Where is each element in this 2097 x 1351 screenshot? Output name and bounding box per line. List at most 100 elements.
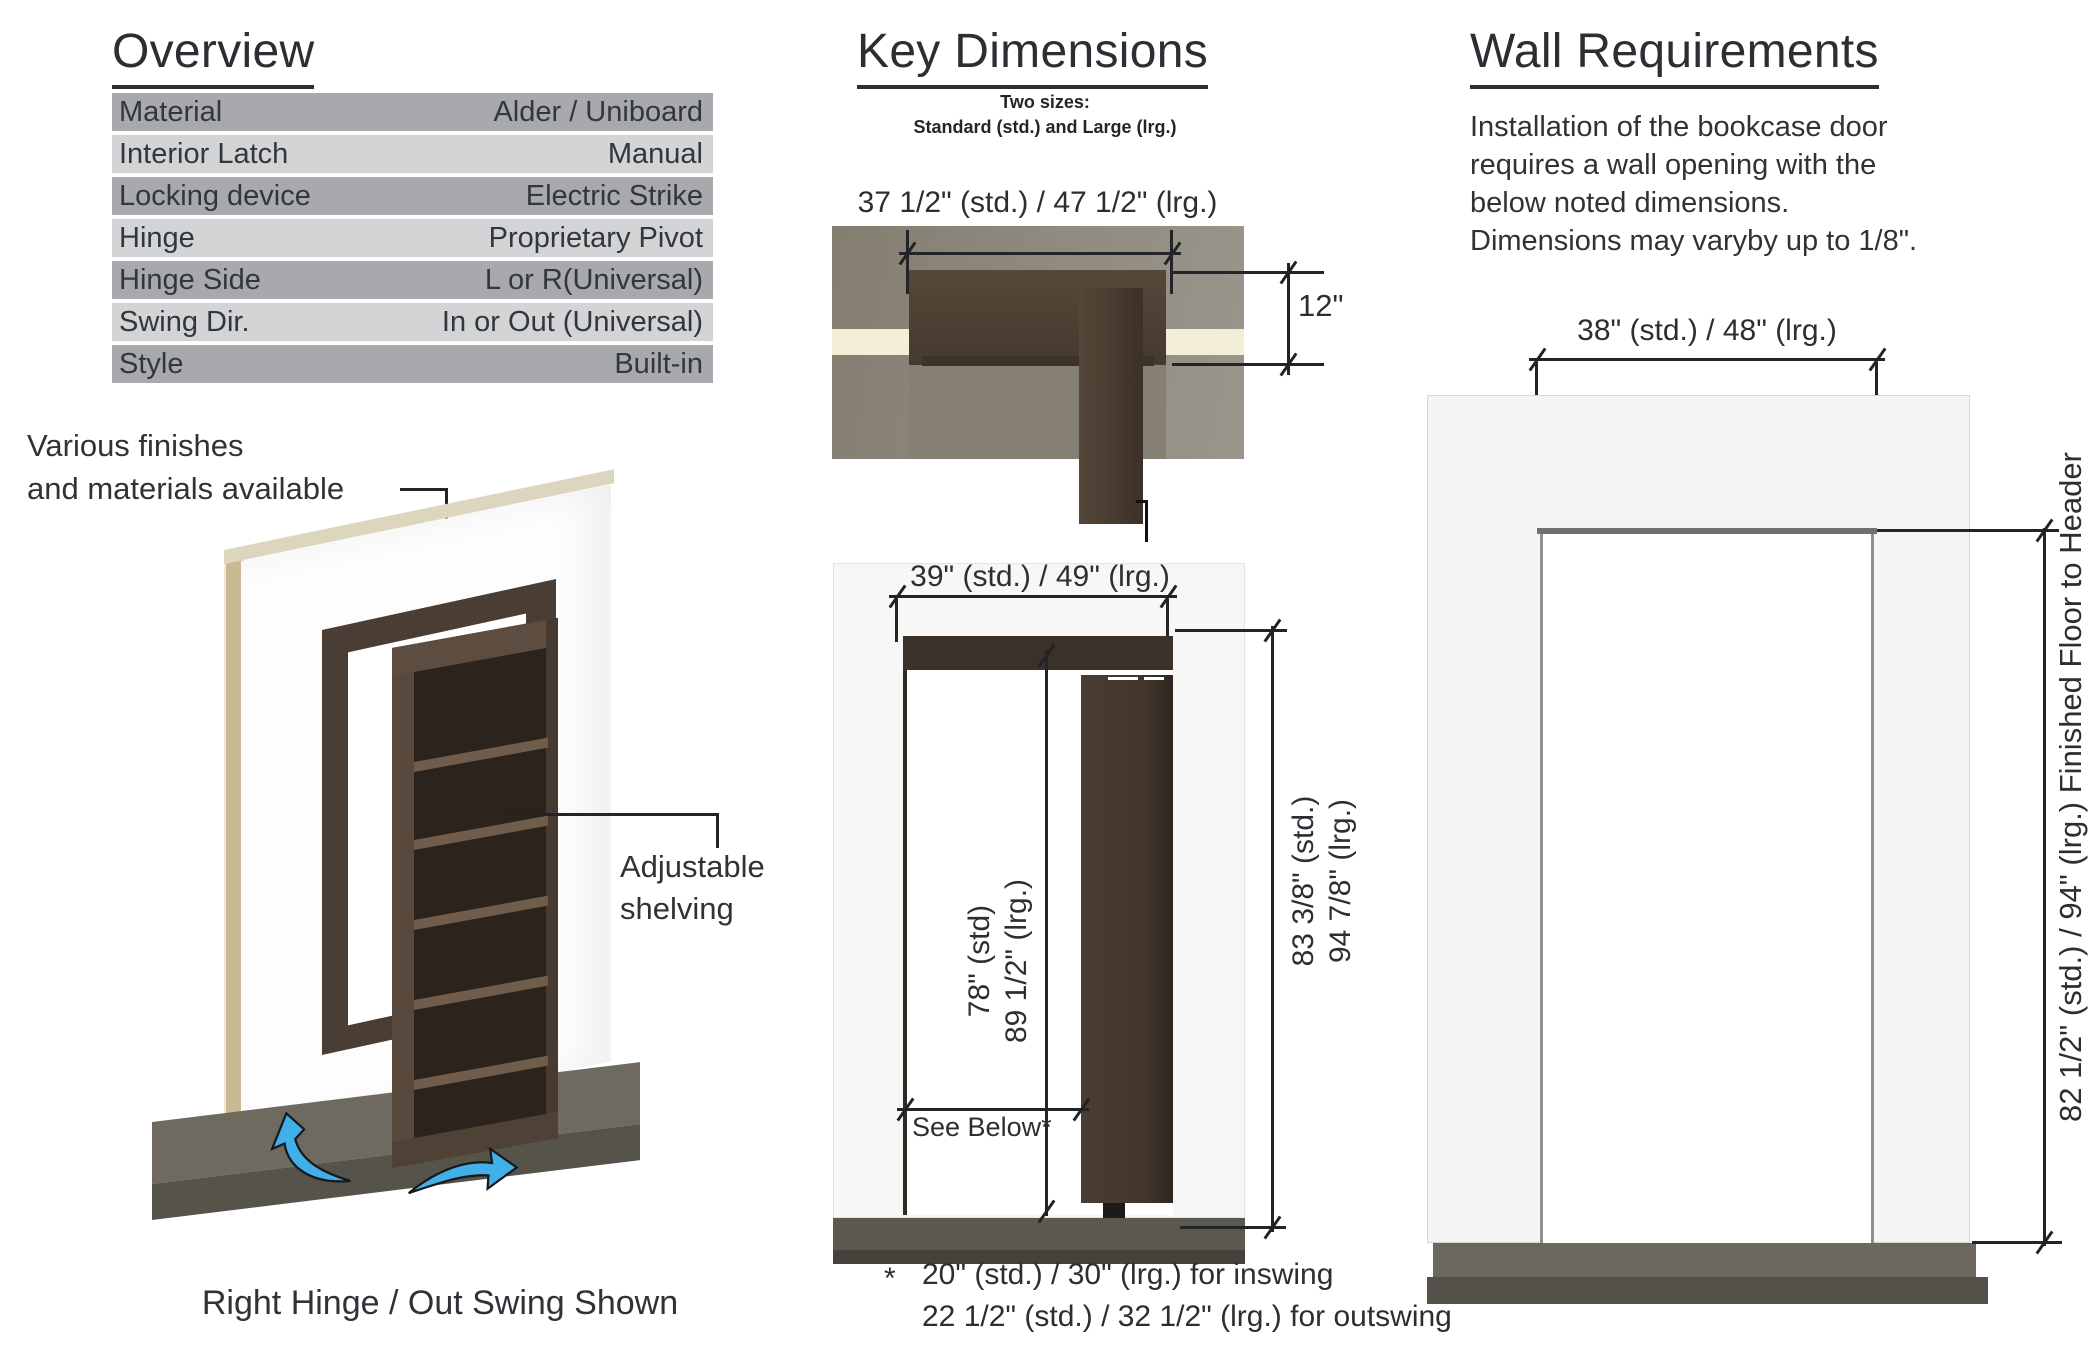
subtitle-line: Two sizes: <box>1000 92 1090 112</box>
bookcase-bar-lip <box>922 356 1154 366</box>
annotation-line: shelving <box>620 891 734 926</box>
spec-value: Alder / Uniboard <box>493 95 703 128</box>
table-row: Hinge Side L or R(Universal) <box>112 261 713 299</box>
footnote-marker: * <box>884 1262 896 1295</box>
extension-line <box>1175 629 1287 632</box>
leaf-highlight <box>1144 677 1164 680</box>
table-row: Hinge Proprietary Pivot <box>112 219 713 257</box>
finished-floor-front <box>1427 1277 1988 1304</box>
extension-line <box>1972 1241 2062 1244</box>
finished-floor-top <box>1433 1243 1976 1277</box>
annotation-line: Various finishes <box>27 428 244 463</box>
annotation-line: Adjustable <box>620 849 765 884</box>
shelf <box>414 975 548 1011</box>
leader-line <box>400 488 448 491</box>
outer-height-label: 83 3/8" (std.) 94 7/8" (lrg.) <box>1285 681 1359 1081</box>
spec-value: Manual <box>607 137 703 170</box>
dimension-line <box>2043 528 2046 1246</box>
spec-label: Interior Latch <box>119 137 289 170</box>
elevation-floor-front <box>833 1250 1245 1264</box>
render-caption: Right Hinge / Out Swing Shown <box>201 1284 679 1322</box>
elevation-door-leaf <box>1081 675 1173 1203</box>
header-line <box>1537 528 1877 534</box>
spec-value: Built-in <box>614 347 703 380</box>
table-row: Locking device Electric Strike <box>112 177 713 215</box>
body-line: Installation of the bookcase door <box>1470 111 1888 143</box>
hinge-mark <box>1145 500 1148 542</box>
footnote-line: 22 1/2" (std.) / 32 1/2" (lrg.) for outs… <box>922 1300 1452 1333</box>
leaf-highlight <box>1108 677 1138 680</box>
key-dimensions-title: Key Dimensions <box>857 24 1209 89</box>
overview-spec-table: Material Alder / Uniboard Interior Latch… <box>112 93 713 383</box>
hinge-mark <box>1136 500 1148 503</box>
dimension-line <box>1045 650 1048 1216</box>
footnote-line: 20" (std.) / 30" (lrg.) for inswing <box>922 1258 1334 1291</box>
overview-title: Overview <box>112 24 315 89</box>
spec-value: In or Out (Universal) <box>441 305 703 338</box>
elevation-left-jamb <box>903 670 907 1215</box>
elevation-width-label: 39" (std.) / 49" (lrg.) <box>910 560 1170 593</box>
extension-line <box>1180 1226 1286 1229</box>
wall-opening-width-label: 38" (std.) / 48" (lrg.) <box>1577 314 1837 347</box>
extension-line <box>1172 271 1324 274</box>
finishes-annotation: Various finishes and materials available <box>27 424 344 510</box>
top-view-width-label: 37 1/2" (std.) / 47 1/2" (lrg.) <box>857 186 1218 219</box>
body-line: requires a wall opening with the <box>1470 149 1877 181</box>
wall-opening <box>1540 534 1874 1243</box>
subtitle-line: Standard (std.) and Large (lrg.) <box>913 117 1177 137</box>
dimension-line <box>899 252 1181 255</box>
dimension-line <box>1287 263 1290 375</box>
shelf <box>414 1055 548 1091</box>
extension-line <box>1170 230 1173 294</box>
dimension-line <box>1271 626 1274 1232</box>
shelf <box>414 815 548 851</box>
spec-label: Hinge Side <box>119 263 261 296</box>
see-below-label: See Below* <box>912 1112 1052 1142</box>
swing-arrow-right-icon <box>408 1146 519 1195</box>
swing-arrow-left-icon <box>270 1111 351 1183</box>
extension-line <box>1172 363 1324 366</box>
spec-label: Swing Dir. <box>119 305 250 338</box>
body-line: below noted dimensions. <box>1470 187 1790 219</box>
leaf-stile <box>392 644 414 1168</box>
extension-line <box>906 230 909 294</box>
pivot-mark <box>1103 1203 1125 1218</box>
inner-height-label: 78" (std) 89 1/2" (lrg.) <box>961 791 1035 1131</box>
body-line: Dimensions may varyby up to 1/8". <box>1470 225 1918 257</box>
spec-value: L or R(Universal) <box>484 263 703 296</box>
leader-line <box>505 813 719 816</box>
spec-label: Locking device <box>119 179 311 212</box>
extension-line <box>895 599 898 642</box>
table-row: Style Built-in <box>112 345 713 383</box>
dim-label-line: 83 3/8" (std.) <box>1287 795 1320 967</box>
spec-value: Electric Strike <box>525 179 703 212</box>
wall-requirements-body: Installation of the bookcase door requir… <box>1470 108 1917 260</box>
table-row: Swing Dir. In or Out (Universal) <box>112 303 713 341</box>
shelving-annotation: Adjustable shelving <box>620 846 765 930</box>
spec-label: Material <box>119 95 223 128</box>
table-row: Interior Latch Manual <box>112 135 713 173</box>
table-row: Material Alder / Uniboard <box>112 93 713 131</box>
dim-label-line: 89 1/2" (lrg.) <box>1000 878 1033 1044</box>
dimension-line <box>897 1108 1089 1111</box>
drywall-strip-right <box>1165 329 1244 355</box>
top-view-door-leaf <box>1079 288 1143 524</box>
annotation-line: and materials available <box>27 471 345 506</box>
shelf <box>414 895 548 931</box>
spec-value: Proprietary Pivot <box>488 221 703 254</box>
dimension-line <box>1529 358 1885 361</box>
spec-label: Style <box>119 347 184 380</box>
extension-line <box>1166 599 1169 642</box>
leader-line <box>716 813 719 848</box>
floor-to-header-label: 82 1/2" (std.) / 94" (lrg.) Finished Flo… <box>2053 452 2088 1122</box>
spec-label: Hinge <box>119 221 195 254</box>
extension-line <box>1877 529 2059 532</box>
drywall-strip-left <box>832 329 910 355</box>
dim-label-line: 94 7/8" (lrg.) <box>1324 798 1357 964</box>
dim-label-line: 78" (std) <box>963 904 996 1018</box>
bookcase-leaf <box>392 617 558 1168</box>
dimension-line <box>889 595 1177 598</box>
wall-requirements-title: Wall Requirements <box>1470 24 1879 89</box>
shelf <box>414 737 548 773</box>
